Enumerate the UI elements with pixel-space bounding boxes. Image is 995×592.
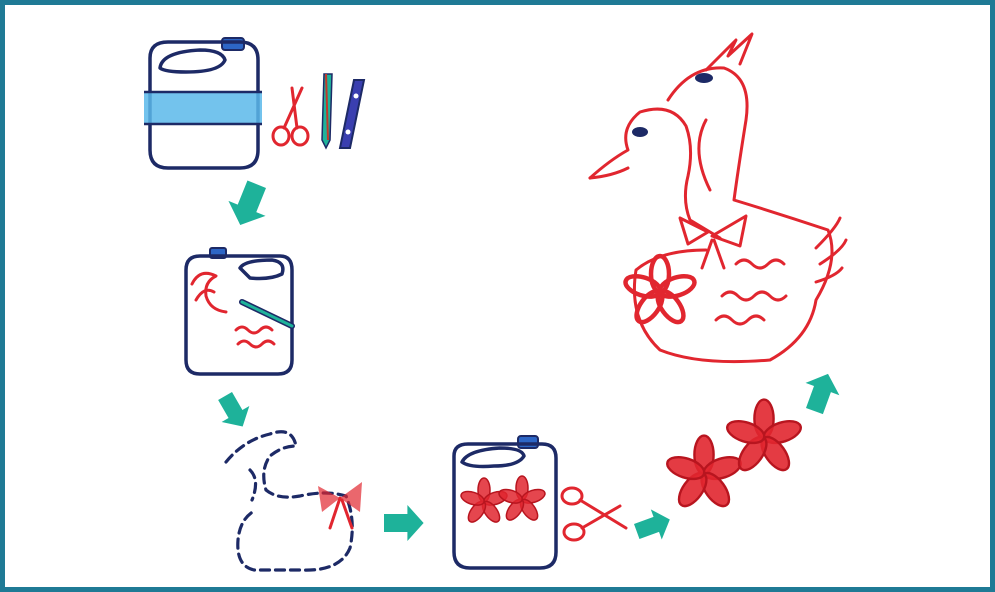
ruler-icon: [340, 80, 364, 148]
swan-icon: [590, 34, 846, 362]
ribbon-bow-icon: [318, 482, 362, 528]
cutting-scissors-icon: [562, 488, 626, 540]
jug-sketch-icon: [186, 248, 292, 374]
arrow-step-3: [384, 505, 424, 541]
pencil-icon: [322, 74, 332, 148]
arrow-step-4: [631, 504, 675, 546]
plastic-jug-icon: [144, 38, 262, 168]
arrow-step-5: [798, 368, 845, 418]
cut-flowers-icon: [665, 400, 804, 511]
arrow-step-2: [211, 388, 256, 434]
arrow-step-1: [222, 177, 276, 233]
jug-flowers-icon: [454, 436, 556, 568]
scissors-icon: [273, 88, 308, 145]
